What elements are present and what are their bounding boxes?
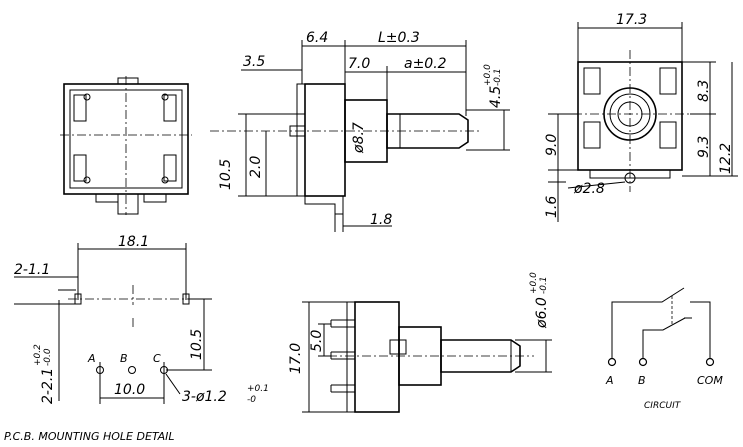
dim-bushing-offset: 3.5 <box>243 54 265 70</box>
circuit-terminal-a: A <box>605 374 614 387</box>
pcb-pin-a: A <box>87 352 96 365</box>
end-view-dim-texts: 17.3 8.3 9.0 9.3 12.2 ø2.8 1.6 <box>544 12 734 218</box>
pcb-pin-c: C <box>153 352 161 365</box>
dim-pin-height: 2.0 <box>248 156 264 178</box>
dim-end-pin-dia: ø2.8 <box>573 181 605 197</box>
dim-bottom-shaft-dia-tol-lower: -0.1 <box>539 276 549 294</box>
end-view <box>548 22 738 222</box>
dim-pcb-hole-tol-upper: +0.1 <box>247 384 269 394</box>
dim-height: 10.5 <box>218 159 234 190</box>
dim-pcb-pin-row-offset: 10.5 <box>189 329 205 360</box>
dim-end-upper-height: 8.3 <box>696 80 712 102</box>
dim-shaft-extra: a±0.2 <box>404 56 447 72</box>
circuit-texts: A B COM CIRCUIT <box>605 374 723 411</box>
circuit-title: CIRCUIT <box>644 401 682 411</box>
dim-bottom-shaft-dia: ø6.0 <box>534 297 550 329</box>
dim-end-total-height: 12.2 <box>718 143 734 174</box>
side-view-dim-texts: L±0.3 6.4 3.5 7.0 a±0.2 4.5 +0.0 -0.1 ø8… <box>218 30 504 228</box>
dim-pcb-slot-len: 2-2.1 <box>40 368 56 404</box>
dim-shaft-flat-tol-lower: -0.1 <box>493 68 503 86</box>
bottom-side-dim-texts: 17.0 5.0 ø6.0 +0.0 -0.1 <box>288 272 550 374</box>
dim-bushing-dia: ø8.7 <box>351 122 367 154</box>
dim-shaft-step: 7.0 <box>348 56 370 72</box>
circuit-terminal-b: B <box>638 374 646 387</box>
pcb-pin-b: B <box>120 352 128 365</box>
dim-bottom-shaft-dia-tol-upper: +0.0 <box>529 272 539 294</box>
front-view <box>60 76 192 215</box>
dim-shaft-flat-tol-upper: +0.0 <box>483 64 493 86</box>
circuit-terminal-com: COM <box>697 374 723 387</box>
pcb-texts: 18.1 2-1.1 2-2.1 +0.2 -0.0 10.5 A B C 10… <box>4 234 269 443</box>
dim-end-left-height: 9.0 <box>544 134 560 156</box>
dim-flange: 6.4 <box>306 30 328 46</box>
dim-overall-length: L±0.3 <box>378 30 420 46</box>
circuit-diagram <box>607 287 715 367</box>
dim-pcb-slot-len-tol-lower: -0.0 <box>43 348 53 366</box>
dim-pcb-span: 18.1 <box>118 234 149 250</box>
dim-end-base-offset: 1.6 <box>544 196 560 218</box>
dim-shaft-flat: 4.5 <box>488 86 504 108</box>
dim-bottom-height: 17.0 <box>288 343 304 374</box>
dim-pcb-slot-len-tol-upper: +0.2 <box>33 344 43 366</box>
side-view <box>210 40 510 232</box>
dim-terminal-thickness: 1.8 <box>370 212 392 228</box>
dim-end-width: 17.3 <box>616 12 647 28</box>
dim-pcb-slot-width: 2-1.1 <box>14 262 50 278</box>
dim-pcb-pin-pitch: 10.0 <box>114 382 145 398</box>
dim-pcb-hole: 3-ø1.2 <box>182 389 227 405</box>
dim-end-right-height: 9.3 <box>696 136 712 158</box>
dim-bottom-pin-pitch: 5.0 <box>309 330 325 352</box>
dim-pcb-hole-tol-lower: -0 <box>247 395 256 405</box>
bottom-side-view <box>302 301 552 413</box>
pcb-title: P.C.B. MOUNTING HOLE DETAIL <box>4 430 175 443</box>
pcb-detail <box>14 243 212 404</box>
